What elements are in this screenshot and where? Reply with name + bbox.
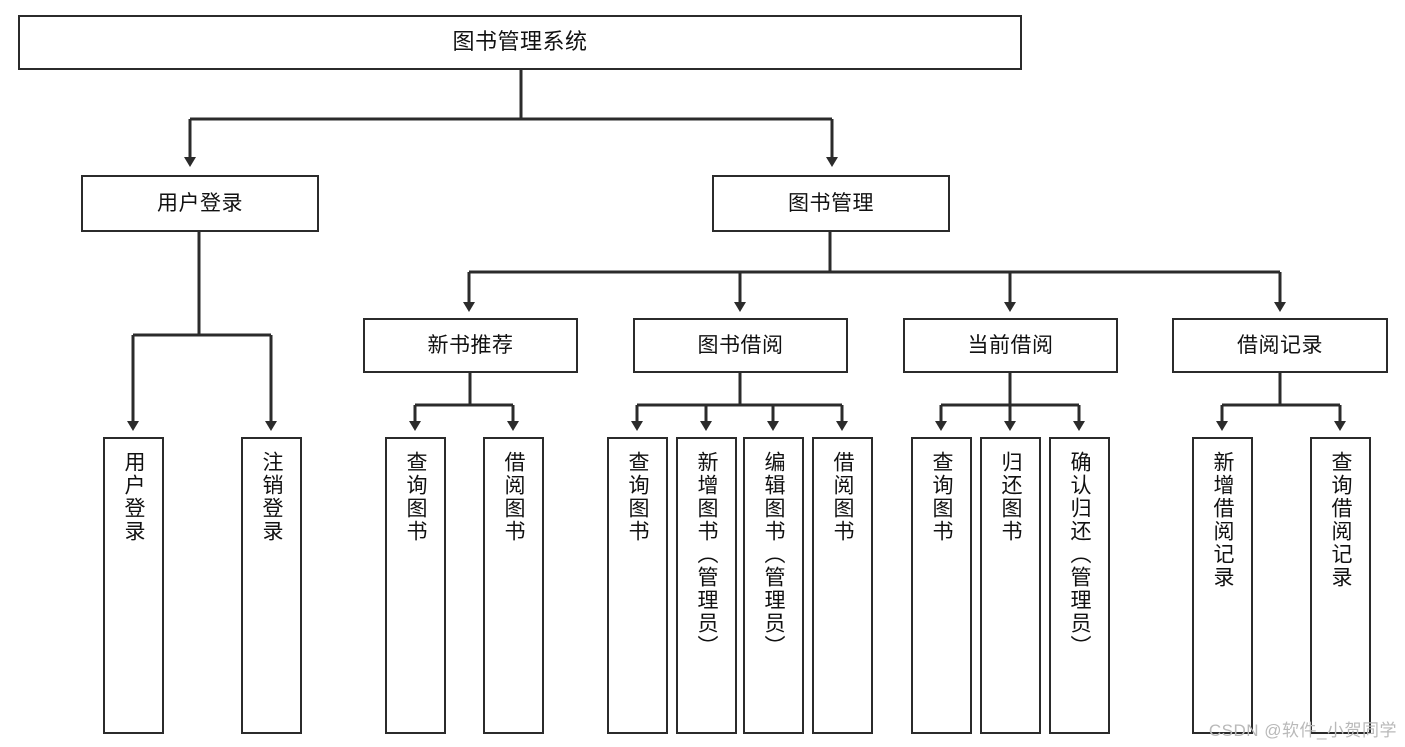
- node-label: 编辑图书（管理员）: [762, 451, 785, 658]
- leaf-query-book-current[interactable]: 查询图书: [911, 437, 972, 734]
- node-label: 归还图书: [999, 451, 1022, 543]
- node-label: 用户登录: [122, 451, 145, 543]
- node-book-management[interactable]: 图书管理: [712, 175, 950, 232]
- node-label: 借阅记录: [1237, 333, 1323, 357]
- leaf-edit-book-admin[interactable]: 编辑图书（管理员）: [743, 437, 804, 734]
- leaf-query-borrow-record[interactable]: 查询借阅记录: [1310, 437, 1371, 734]
- leaf-query-book-borrow[interactable]: 查询图书: [607, 437, 668, 734]
- leaf-confirm-return-admin[interactable]: 确认归还（管理员）: [1049, 437, 1110, 734]
- leaf-query-book-recommend[interactable]: 查询图书: [385, 437, 446, 734]
- node-label: 新增借阅记录: [1211, 451, 1234, 589]
- watermark: CSDN @软件_小贺同学: [1208, 721, 1397, 740]
- node-label: 新书推荐: [427, 333, 514, 357]
- node-root-book-management-system[interactable]: 图书管理系统: [18, 15, 1022, 70]
- node-label: 借阅图书: [831, 451, 854, 543]
- node-label: 用户登录: [157, 191, 243, 215]
- leaf-borrow-book-recommend[interactable]: 借阅图书: [483, 437, 544, 734]
- node-current-borrow[interactable]: 当前借阅: [903, 318, 1118, 373]
- node-label: 查询图书: [930, 451, 953, 543]
- node-label: 注销登录: [260, 451, 283, 543]
- leaf-logout[interactable]: 注销登录: [241, 437, 302, 734]
- leaf-return-book[interactable]: 归还图书: [980, 437, 1041, 734]
- leaf-borrow-book[interactable]: 借阅图书: [812, 437, 873, 734]
- node-label: 查询图书: [404, 451, 427, 543]
- node-user-login[interactable]: 用户登录: [81, 175, 319, 232]
- node-new-book-recommend[interactable]: 新书推荐: [363, 318, 578, 373]
- node-label: 图书管理系统: [452, 29, 588, 55]
- node-label: 查询图书: [626, 451, 649, 543]
- node-label: 当前借阅: [967, 333, 1054, 357]
- leaf-add-book-admin[interactable]: 新增图书（管理员）: [676, 437, 737, 734]
- node-label: 图书管理: [788, 191, 874, 215]
- node-label: 新增图书（管理员）: [695, 451, 718, 658]
- node-label: 借阅图书: [502, 451, 525, 543]
- node-label: 查询借阅记录: [1329, 451, 1352, 589]
- node-borrow-record[interactable]: 借阅记录: [1172, 318, 1388, 373]
- node-book-borrow[interactable]: 图书借阅: [633, 318, 848, 373]
- leaf-user-login[interactable]: 用户登录: [103, 437, 164, 734]
- leaf-add-borrow-record[interactable]: 新增借阅记录: [1192, 437, 1253, 734]
- node-label: 图书借阅: [697, 333, 784, 357]
- node-label: 确认归还（管理员）: [1068, 451, 1091, 658]
